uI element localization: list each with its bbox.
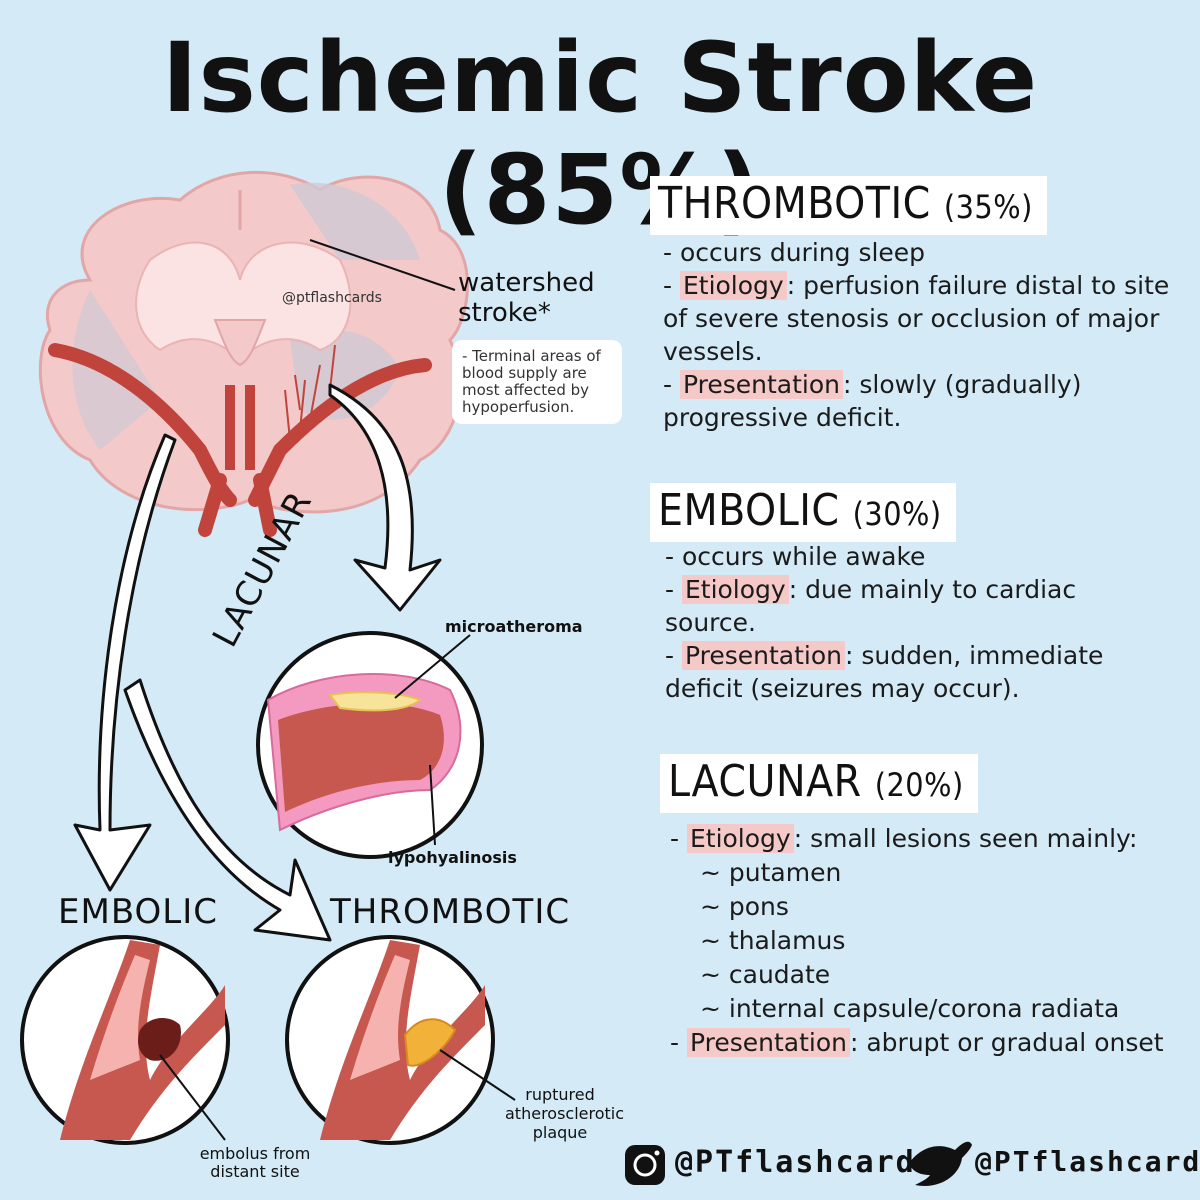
thrombotic-heading: THROMBOTIC (35%) <box>650 176 1047 235</box>
embolic-presentation-key: Presentation <box>681 641 845 670</box>
embolic-presentation-text: : sudden, immediate deficit (seizures ma… <box>665 641 1104 703</box>
lypohyalinosis-label: lypohyalinosis <box>388 848 517 867</box>
lacunar-vessel-diagram <box>256 631 484 859</box>
microatheroma-label: microatheroma <box>445 617 583 636</box>
lacunar-presentation-text: : abrupt or gradual onset <box>849 1028 1164 1057</box>
embolic-diagram-label: EMBOLIC <box>58 892 219 932</box>
thrombotic-presentation-key: Presentation <box>679 370 843 399</box>
brain-illustration <box>38 170 469 537</box>
embolic-body: - occurs while awake - Etiology: due mai… <box>665 540 1135 705</box>
lacunar-body: - Etiology: small lesions seen mainly: ~… <box>670 822 1180 1060</box>
thrombotic-body: - occurs during sleep - Etiology: perfus… <box>663 236 1173 434</box>
embolic-etiology-text: : due mainly to cardiac source. <box>665 575 1077 637</box>
thrombotic-diagram-label: THROMBOTIC <box>330 892 571 932</box>
lacunar-item: ~ pons <box>700 892 789 921</box>
instagram-handle[interactable]: @PTflashcards <box>675 1145 936 1180</box>
thrombotic-presentation-text: : slowly (gradually) progressive deficit… <box>663 370 1082 432</box>
thrombotic-line1: - occurs during sleep <box>663 238 926 267</box>
thrombotic-vessel-diagram <box>285 935 516 1145</box>
embolic-heading: EMBOLIC (30%) <box>650 483 956 542</box>
arrows <box>73 383 442 942</box>
twitter-handle[interactable]: @PTflashcards <box>975 1145 1200 1178</box>
lacunar-presentation-key: Presentation <box>686 1028 850 1057</box>
lacunar-heading: LACUNAR (20%) <box>660 754 978 813</box>
embolus-label: embolus from distant site <box>199 1144 311 1181</box>
plaque-label: ruptured atherosclerotic plaque <box>505 1085 625 1142</box>
thrombotic-etiology-key: Etiology <box>679 271 787 300</box>
thrombotic-etiology-text: : perfusion failure distal to site of se… <box>663 271 1170 366</box>
footer-icons <box>625 1141 972 1186</box>
watershed-note: - Terminal areas of blood supply are mos… <box>452 340 622 424</box>
lacunar-etiology-text: : small lesions seen mainly: <box>793 824 1138 853</box>
lacunar-item: ~ putamen <box>700 858 842 887</box>
lacunar-item: ~ thalamus <box>700 926 846 955</box>
lacunar-item: ~ caudate <box>700 960 831 989</box>
embolic-vessel-diagram <box>20 935 230 1145</box>
watermark-label: @ptflashcards <box>282 290 382 306</box>
embolic-etiology-key: Etiology <box>681 575 789 604</box>
embolic-line1: - occurs while awake <box>665 542 926 571</box>
lacunar-etiology-key: Etiology <box>686 824 794 853</box>
lacunar-item: ~ internal capsule/corona radiata <box>700 994 1120 1023</box>
watershed-label: watershed stroke* <box>458 268 595 328</box>
